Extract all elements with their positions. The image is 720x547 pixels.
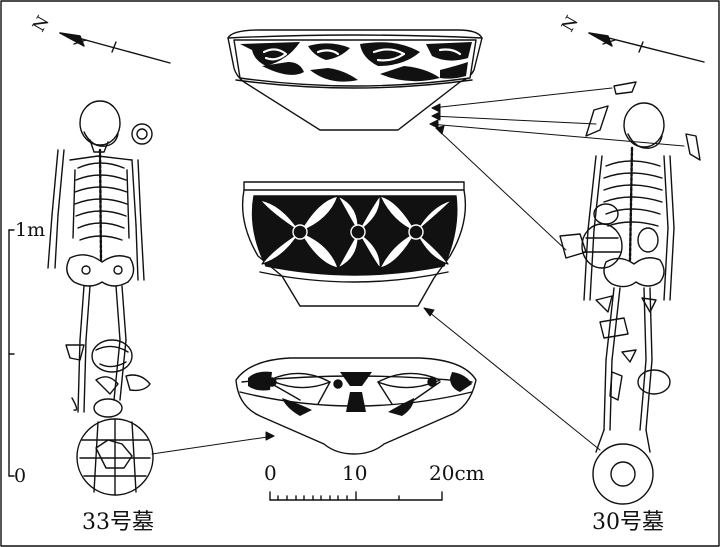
skeleton-tomb-33	[47, 100, 154, 496]
painted-bowl-bottom	[235, 357, 477, 455]
vessel-scale-ten-label: 10	[342, 461, 368, 485]
body-scale-top-label: 1m	[15, 219, 46, 241]
tomb-30-label: 30号墓	[592, 510, 664, 535]
painted-bowl-middle	[241, 181, 467, 307]
painted-bowl-top	[227, 29, 483, 131]
leader-lines	[151, 87, 685, 455]
vessel-scale-twenty-label: 20cm	[429, 461, 485, 485]
vessel-scale-zero-label: 0	[264, 461, 277, 485]
vessel-scale-bar	[269, 491, 443, 501]
skeleton-tomb-30	[559, 81, 701, 505]
body-scale-bottom-label: 0	[14, 465, 27, 487]
tomb-33-label: 33号墓	[82, 510, 154, 535]
north-arrow-right	[588, 32, 705, 63]
body-scale-bar	[8, 229, 15, 477]
north-arrow-left	[59, 32, 171, 64]
